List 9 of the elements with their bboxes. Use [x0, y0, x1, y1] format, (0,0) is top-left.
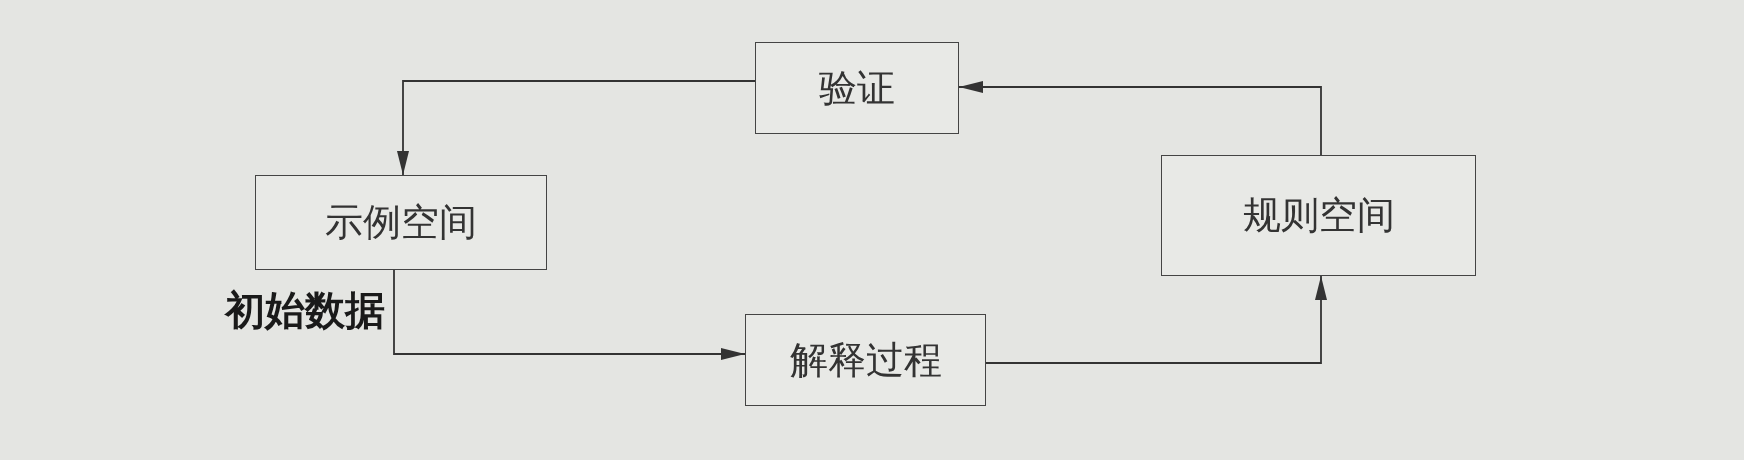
handwritten-note: 初始数据: [225, 286, 385, 335]
process-box: 规则空间: [1161, 155, 1476, 276]
process-box: 验证: [755, 42, 959, 134]
process-box: 解释过程: [745, 314, 986, 406]
arrow: [985, 275, 1327, 364]
arrow: [393, 269, 746, 360]
arrow: [958, 81, 1322, 156]
arrow: [397, 80, 756, 176]
process-box: 示例空间: [255, 175, 547, 270]
